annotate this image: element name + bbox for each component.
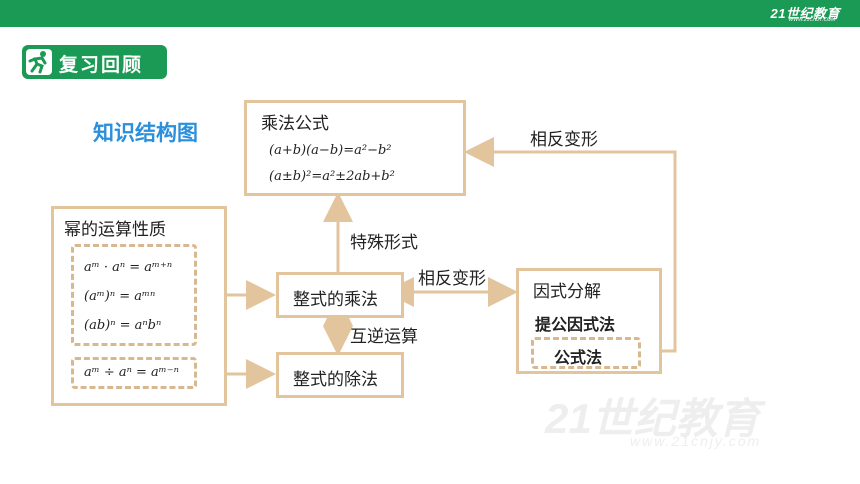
formula-power-of-power: (aᵐ)ⁿ = aᵐⁿ [84,289,156,304]
factorization-box: 因式分解 提公因式法 公式法 [516,268,662,374]
polynomial-division-label: 整式的除法 [293,370,378,390]
multiplication-formula-title: 乘法公式 [261,114,329,134]
common-factor-method: 提公因式法 [535,315,616,334]
formula-method: 公式法 [554,348,603,367]
power-properties-title: 幂的运算性质 [64,220,166,240]
formula-quotient-of-powers: aᵐ ÷ aⁿ = aᵐ⁻ⁿ [84,365,179,380]
power-properties-box: 幂的运算性质 aᵐ · aⁿ = aᵐ⁺ⁿ (aᵐ)ⁿ = aᵐⁿ (ab)ⁿ … [51,206,227,406]
multiplication-formula-box: 乘法公式 (a+b)(a−b)=a²−b² (a±b)²=a²±2ab+b² [244,100,466,196]
formula-product-of-powers: aᵐ · aⁿ = aᵐ⁺ⁿ [84,260,173,275]
brand-logo: 21世纪教育 WWW.21CNJY.COM [770,6,840,23]
formula-difference-of-squares: (a+b)(a−b)=a²−b² [269,143,392,158]
knowledge-heading: 知识结构图 [93,121,198,145]
runner-icon [26,49,52,75]
label-mutual-inverse: 互逆运算 [350,327,418,347]
polynomial-multiplication-label: 整式的乘法 [293,290,378,310]
formula-method-group: 公式法 [531,337,641,369]
power-div-group: aᵐ ÷ aⁿ = aᵐ⁻ⁿ [71,357,197,389]
top-bar: 21世纪教育 WWW.21CNJY.COM [0,0,860,27]
formula-perfect-square: (a±b)²=a²±2ab+b² [269,169,395,184]
factorization-title: 因式分解 [533,282,601,302]
label-inverse-transform-top: 相反变形 [530,130,598,150]
label-special-form: 特殊形式 [350,233,418,253]
formula-power-of-product: (ab)ⁿ = aⁿbⁿ [84,318,162,333]
badge-title: 复习回顾 [59,54,144,76]
label-inverse-transform: 相反变形 [418,269,486,289]
section-badge: 复习回顾 [22,45,167,79]
power-mult-group: aᵐ · aⁿ = aᵐ⁺ⁿ (aᵐ)ⁿ = aᵐⁿ (ab)ⁿ = aⁿbⁿ [71,244,197,346]
watermark-logo: 21世纪教育 [545,395,760,442]
watermark-url: www.21cnjy.com [630,433,762,449]
polynomial-multiplication-box: 整式的乘法 [276,272,404,318]
polynomial-division-box: 整式的除法 [276,352,404,398]
